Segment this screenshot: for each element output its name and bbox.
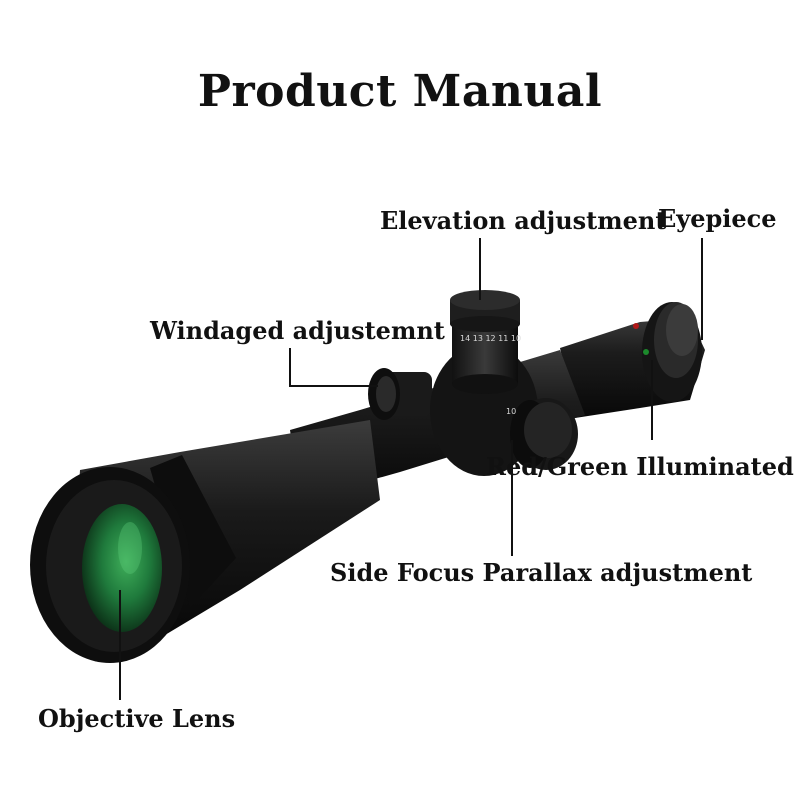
elevation-turret: 14 13 12 11 10 bbox=[450, 290, 521, 394]
label-objective-lens: Objective Lens bbox=[38, 704, 236, 733]
side-focus-knob: 10 bbox=[506, 398, 578, 470]
leader-lines bbox=[119, 238, 703, 700]
eyepiece-part bbox=[560, 302, 705, 418]
label-side-focus-parallax: Side Focus Parallax adjustment bbox=[330, 558, 753, 587]
svg-text:10: 10 bbox=[506, 407, 516, 416]
objective-lens-glass bbox=[82, 504, 162, 632]
leader-windage bbox=[289, 348, 378, 387]
label-elevation-adjustment: Elevation adjustment bbox=[380, 206, 667, 235]
label-eyepiece: Eyepiece bbox=[658, 204, 777, 233]
page-title: Product Manual bbox=[197, 66, 603, 117]
objective-bell bbox=[30, 420, 380, 663]
label-windage-adjustment: Windaged adjustemnt bbox=[150, 316, 445, 345]
label-illumination: Red/Green Illuminated bbox=[486, 452, 794, 481]
windage-knob bbox=[368, 368, 432, 420]
svg-text:14 13 12 11 10: 14 13 12 11 10 bbox=[460, 334, 521, 343]
